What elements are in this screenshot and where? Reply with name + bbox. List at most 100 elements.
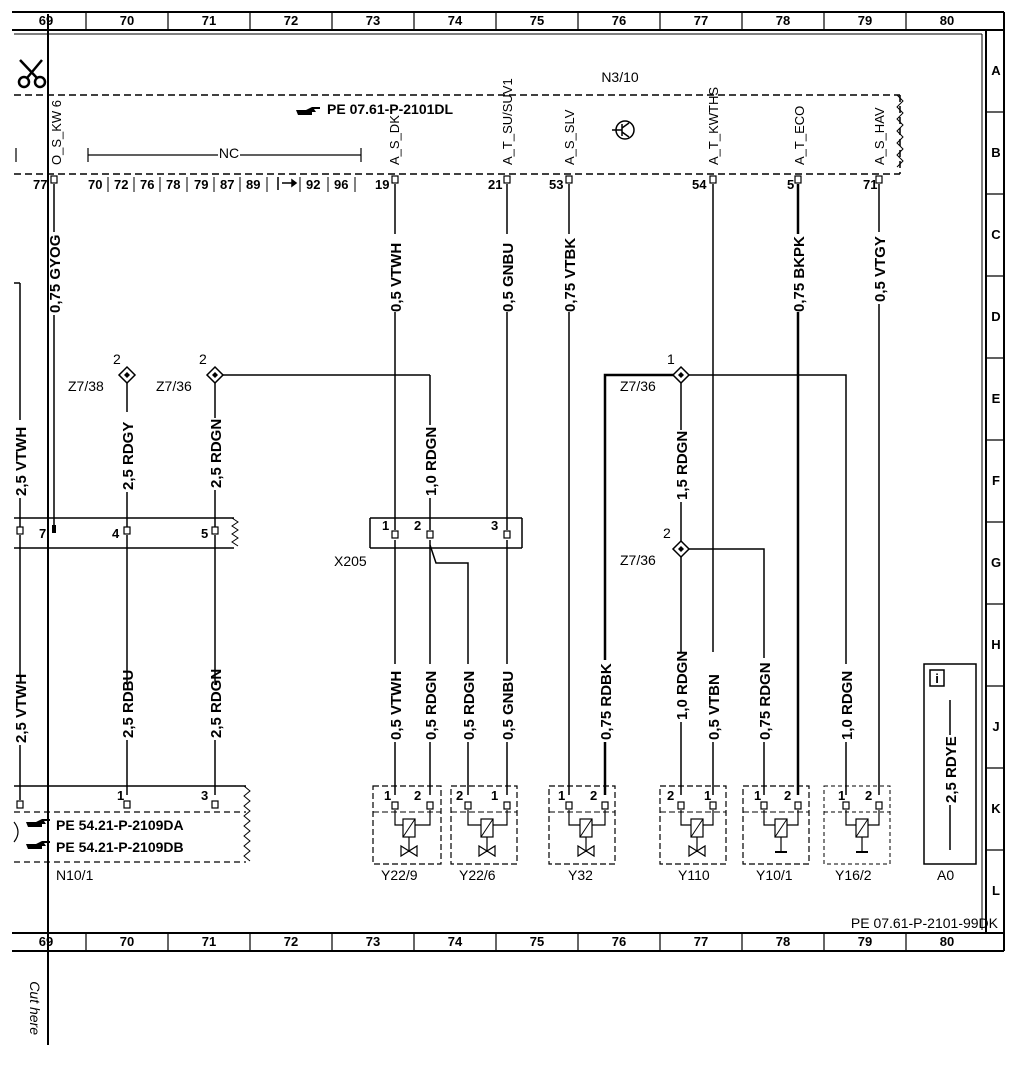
wire-label: 2,5 RDGN — [208, 669, 225, 738]
row-label: G — [991, 555, 1001, 570]
valve-pin: 1 — [558, 788, 565, 803]
wire-label: 0,5 VTWH — [388, 671, 405, 740]
valve-id: Y16/2 — [835, 867, 872, 883]
wire-label: 1,0 RDGN — [839, 671, 856, 740]
col-label: 69 — [39, 13, 53, 28]
col-label: 73 — [366, 13, 380, 28]
scissors-icon — [17, 59, 47, 89]
wire-label: 0,5 RDGN — [423, 671, 440, 740]
row-label: D — [991, 309, 1000, 324]
arrow-pin-icon — [277, 177, 298, 190]
valve-pin: 1 — [384, 788, 391, 803]
valve-pin: 1 — [838, 788, 845, 803]
nc-label: NC — [219, 145, 239, 161]
valve-pin: 1 — [704, 788, 711, 803]
frame — [12, 11, 1005, 1045]
connector-pin: 4 — [112, 526, 120, 541]
col-label: 74 — [448, 934, 463, 949]
row-label: B — [991, 145, 1000, 160]
valve-pin: 2 — [456, 788, 463, 803]
col-label: 70 — [120, 934, 134, 949]
pin-number: 5 — [787, 177, 794, 192]
wire-label: 2,5 RDYE — [943, 736, 960, 803]
pin-number: 21 — [488, 177, 502, 192]
wire-label: 2,5 VTWH — [13, 674, 30, 743]
connector-id: X205 — [334, 553, 367, 569]
pin-number: 54 — [692, 177, 707, 192]
wire-label: 1,0 RDGN — [423, 427, 440, 496]
col-label: 76 — [612, 934, 626, 949]
control-unit-n3-10: N3/10 PE 07.61-P-2101DL NC 70 72 76 78 7… — [14, 69, 904, 192]
signal-name: A_S_SLV — [562, 109, 577, 165]
valve-pin: 1 — [754, 788, 761, 803]
splice-id: Z7/36 — [620, 552, 656, 568]
col-label: 72 — [284, 13, 298, 28]
signal-name: A_S_DK — [387, 115, 402, 165]
valve-y16-2: 1 2 Y16/2 — [823, 785, 891, 883]
nc-pin: 96 — [334, 177, 348, 192]
col-label: 74 — [448, 13, 463, 28]
connector-pin: 3 — [491, 518, 498, 533]
pin-number: 77 — [33, 177, 47, 192]
valve-y32: 1 2 Y32 — [548, 785, 616, 883]
nc-pin: 70 — [88, 177, 102, 192]
col-label: 73 — [366, 934, 380, 949]
component-a0: i A0 — [923, 663, 977, 883]
wire-label: 0,75 RDGN — [757, 662, 774, 740]
col-label: 77 — [694, 13, 708, 28]
col-label: 79 — [858, 934, 872, 949]
cut-here-label: Cut here — [27, 981, 43, 1035]
wire-label: 1,5 RDGN — [674, 431, 691, 500]
control-unit-id: N3/10 — [601, 69, 639, 85]
wire-label: 0,75 BKPK — [791, 236, 808, 312]
valve-y22-9: 1 2 Y22/9 — [372, 785, 442, 883]
splice-pin: 2 — [663, 525, 671, 541]
splices: 2 Z7/38 2 Z7/36 1 Z7/36 2 Z7/36 — [68, 351, 691, 568]
col-label: 77 — [694, 934, 708, 949]
wire-labels: 0,75 GYOG 0,5 VTWH 0,5 GNBU 0,75 VTBK 0,… — [13, 235, 960, 803]
wire-label: 0,75 VTBK — [562, 238, 579, 312]
wire-label: 2,5 VTWH — [13, 427, 30, 496]
col-label: 76 — [612, 13, 626, 28]
valve-pin: 2 — [784, 788, 791, 803]
pointing-hand-icon — [296, 107, 320, 115]
nc-pin: 89 — [246, 177, 260, 192]
signal-names: O_S_KW 6 A_S_DK A_T_SU/SUV1 A_S_SLV A_T_… — [49, 78, 887, 165]
module-n10-1: 1 3 PE 54.21-P-2109DA PE 54.21-P-2109DB … — [13, 785, 251, 883]
connector-pin: 5 — [201, 526, 208, 541]
wire-label: 0,5 VTBN — [706, 674, 723, 740]
wire-label: 0,5 GNBU — [500, 671, 517, 740]
signal-name: A_T_KWTHS — [706, 87, 721, 165]
wire-label: 0,5 RDGN — [461, 671, 478, 740]
connector-pin: 7 — [39, 526, 46, 541]
wires — [14, 184, 951, 850]
valve-id: Y110 — [678, 867, 710, 883]
splice-z7-36-low: 2 Z7/36 — [620, 525, 691, 568]
valve-y10-1: 1 2 Y10/1 — [742, 785, 810, 883]
valve-y22-6: 2 1 Y22/6 — [450, 785, 518, 883]
wire-label: 2,5 RDGY — [120, 422, 137, 490]
col-label: 71 — [202, 934, 216, 949]
col-label: 71 — [202, 13, 216, 28]
wire-label: 2,5 RDGN — [208, 419, 225, 488]
col-label: 69 — [39, 934, 53, 949]
module-ref: PE 54.21-P-2109DA — [56, 817, 184, 833]
row-label: F — [992, 473, 1000, 488]
page-reference: PE 07.61-P-2101-99DK — [851, 915, 999, 931]
info-icon-glyph: i — [935, 671, 939, 686]
row-label: J — [992, 719, 999, 734]
nc-pins: 70 72 76 78 79 87 89 92 96 — [88, 177, 348, 192]
pin-number: 71 — [863, 177, 877, 192]
wire-label: 0,75 RDBK — [598, 663, 615, 740]
signal-name: A_T_SU/SUV1 — [500, 78, 515, 165]
valve-id: Y22/9 — [381, 867, 418, 883]
pin-number: 19 — [375, 177, 389, 192]
transistor-icon — [612, 120, 635, 140]
signal-name: A_S_HAV — [872, 107, 887, 165]
splice-z7-38: 2 Z7/38 — [68, 351, 137, 394]
col-label: 79 — [858, 13, 872, 28]
wire-label: 0,75 GYOG — [47, 235, 64, 313]
nc-pin: 76 — [140, 177, 154, 192]
splice-z7-36-top: 2 Z7/36 — [156, 351, 225, 394]
